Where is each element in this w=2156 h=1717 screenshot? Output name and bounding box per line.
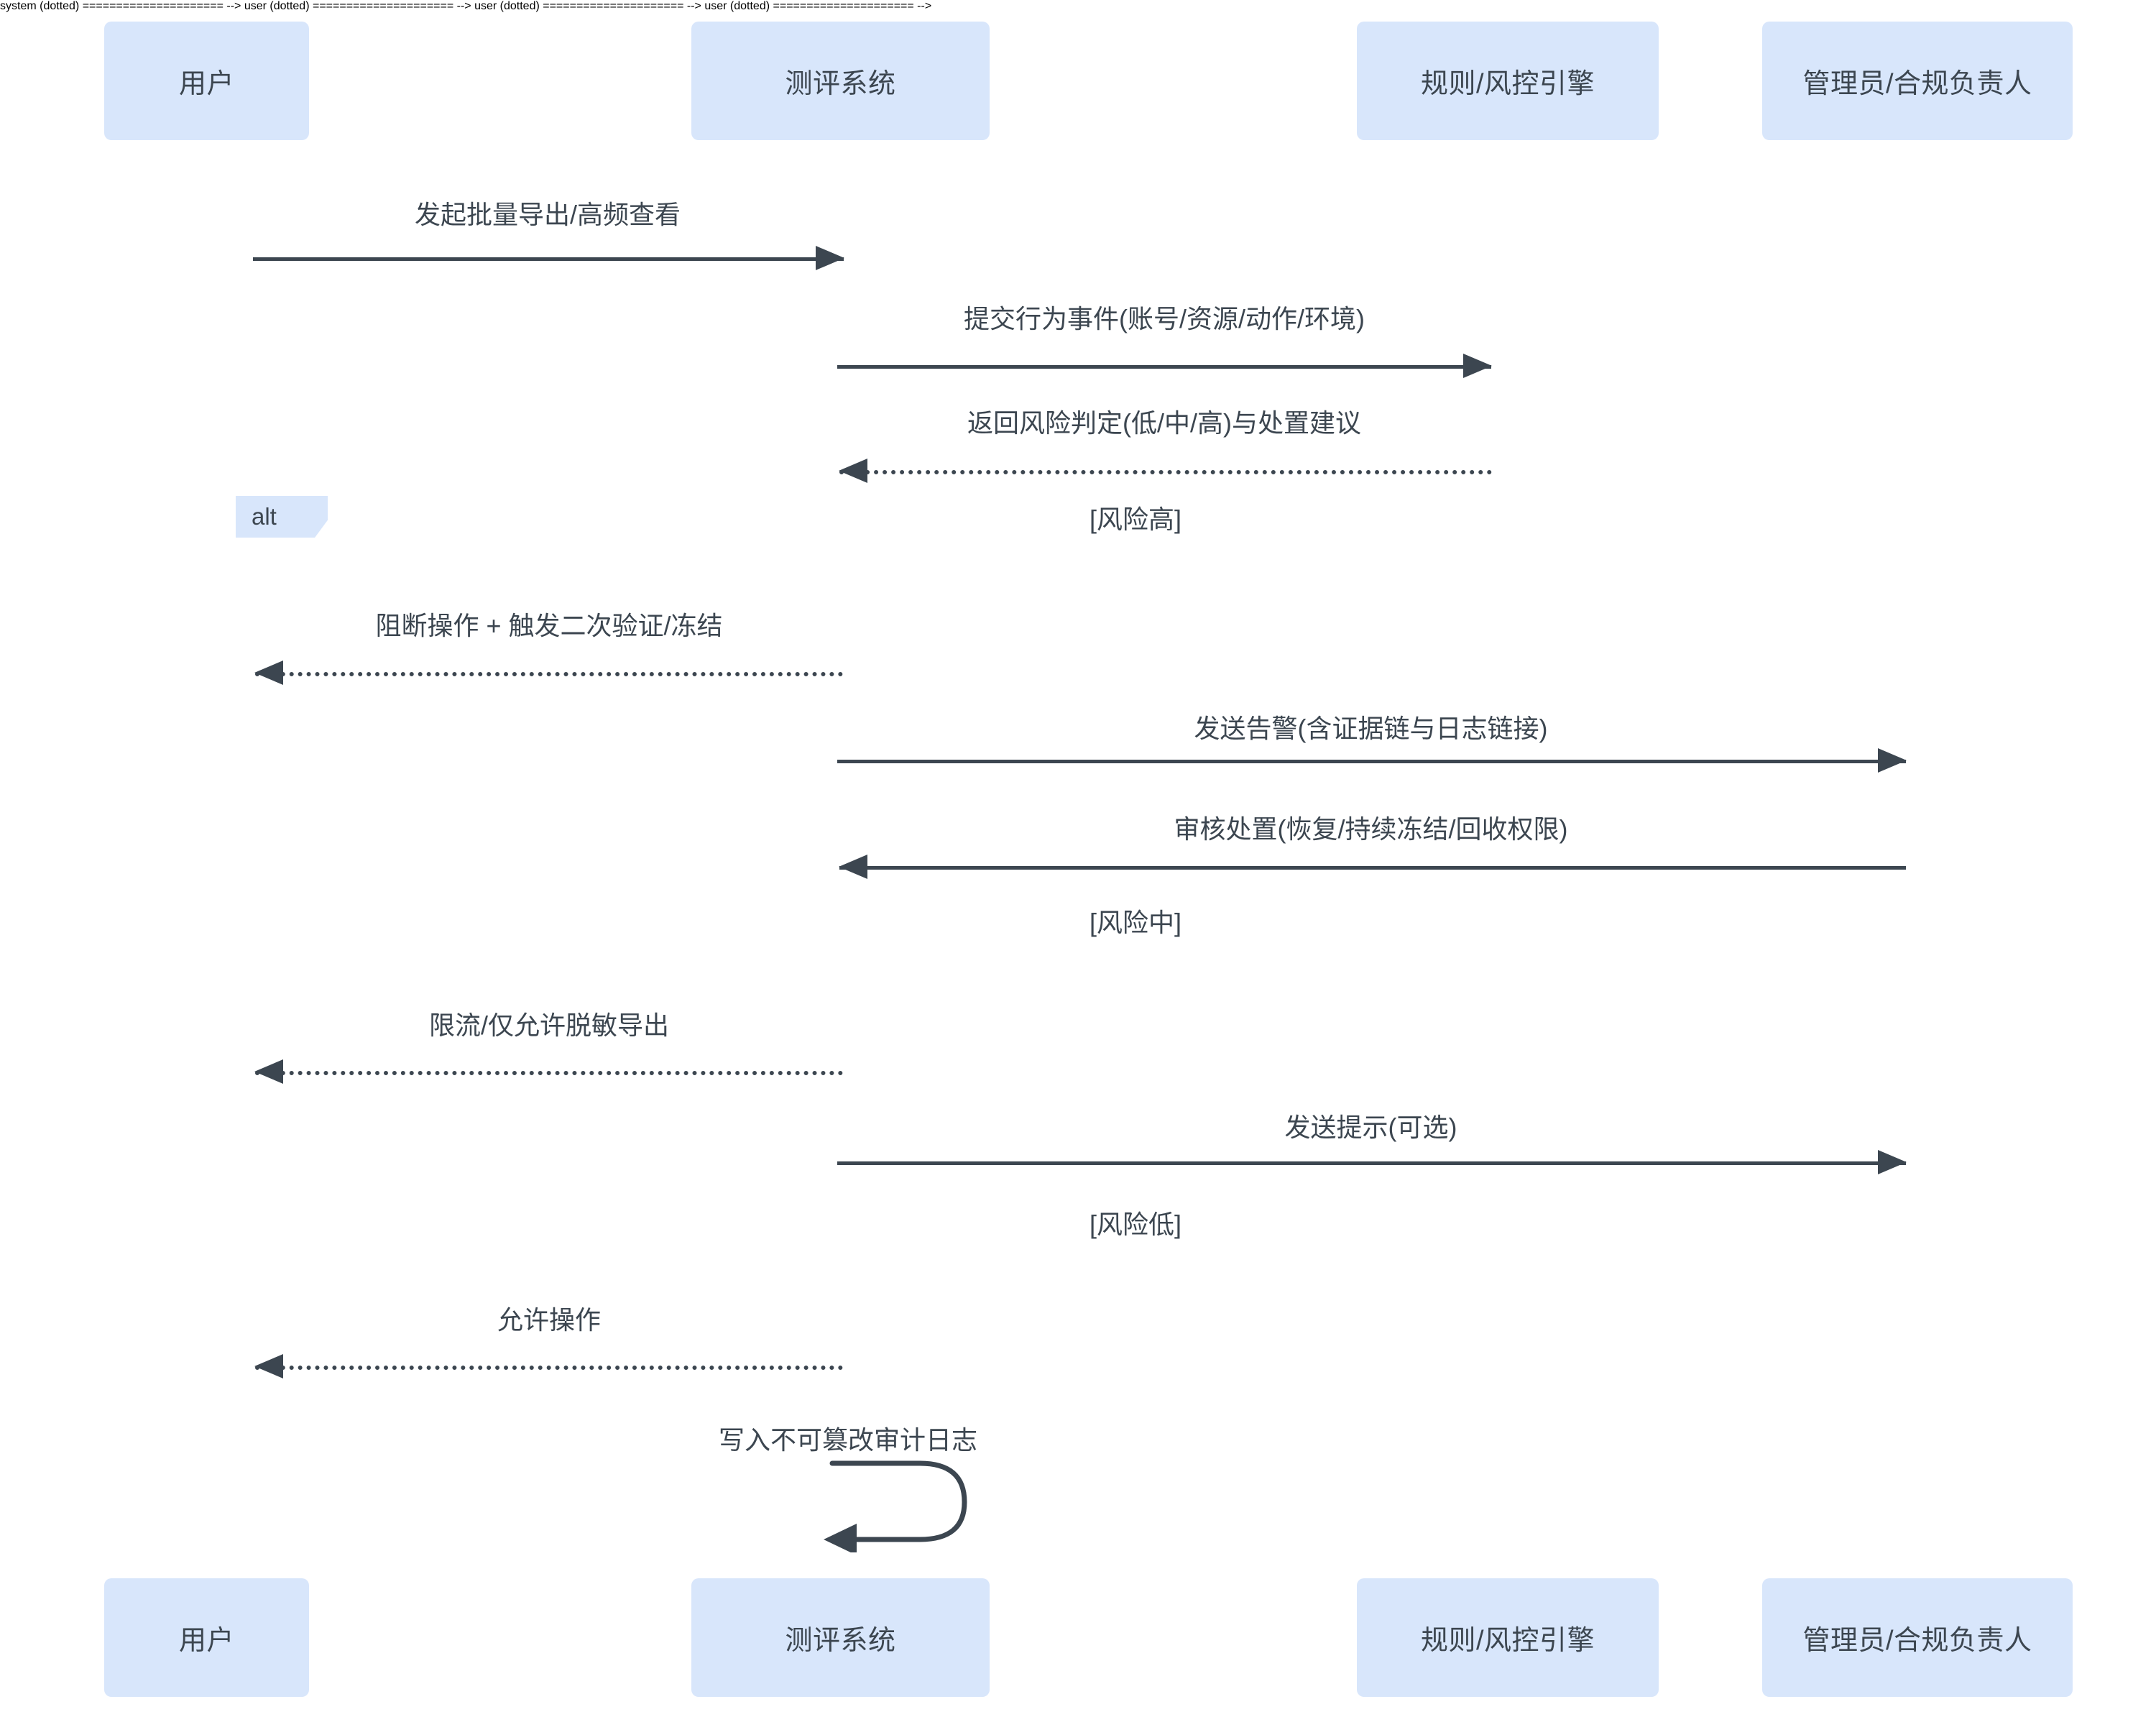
- message-line-m9: [255, 1366, 843, 1370]
- alt-fragment-tag[interactable]: alt: [236, 496, 328, 538]
- actor-label-admin-bottom: 管理员/合规负责人: [1802, 1626, 2032, 1656]
- self-loop-arrow-m10[interactable]: [812, 1452, 985, 1555]
- arrowhead-right-m8: [1878, 1150, 1907, 1174]
- actor-label-admin-top: 管理员/合规负责人: [1802, 69, 2032, 99]
- arrowhead-left-m3: [839, 459, 867, 483]
- message-line-m8: [837, 1161, 1906, 1165]
- message-line-m5: [837, 760, 1906, 763]
- message-label-m2: 提交行为事件(账号/资源/动作/环境): [964, 304, 1365, 333]
- arrowhead-left-m6: [839, 855, 867, 879]
- actor-label-system-bottom: 测评系统: [785, 1626, 896, 1656]
- self-loop-icon: [824, 1460, 967, 1555]
- arrowhead-left-m4: [254, 660, 283, 685]
- message-label-m3: 返回风险判定(低/中/高)与处置建议: [967, 408, 1361, 438]
- actor-label-engine-bottom: 规则/风控引擎: [1420, 1626, 1595, 1656]
- arrowhead-left-m7: [254, 1059, 283, 1084]
- arrowhead-right-m1: [816, 246, 844, 270]
- actor-box-engine-bottom[interactable]: 规则/风控引擎: [1357, 1578, 1659, 1697]
- message-label-m8: 发送提示(可选): [1284, 1113, 1457, 1142]
- arrowhead-right-m5: [1878, 748, 1907, 773]
- message-line-m2: [837, 365, 1491, 369]
- actor-box-system-bottom[interactable]: 测评系统: [691, 1578, 990, 1697]
- message-label-m1: 发起批量导出/高频查看: [414, 200, 681, 229]
- arrowhead-right-m2: [1463, 354, 1492, 378]
- actor-label-system-top: 测评系统: [785, 69, 896, 99]
- message-label-m7: 限流/仅允许脱敏导出: [428, 1011, 669, 1040]
- condition-label-high: [风险高]: [1089, 505, 1181, 534]
- actor-box-admin-bottom[interactable]: 管理员/合规负责人: [1762, 1578, 2073, 1697]
- actor-label-user-top: 用户: [178, 69, 234, 99]
- message-label-m4: 阻断操作 + 触发二次验证/冻结: [375, 611, 723, 640]
- message-line-m7: [255, 1071, 843, 1075]
- actor-box-engine-top[interactable]: 规则/风控引擎: [1357, 22, 1659, 140]
- condition-label-low: [风险低]: [1089, 1210, 1181, 1239]
- message-label-m5: 发送告警(含证据链与日志链接): [1194, 714, 1548, 743]
- actor-box-user-top[interactable]: 用户: [104, 22, 309, 140]
- condition-label-medium: [风险中]: [1089, 908, 1181, 937]
- message-label-m10: 写入不可篡改审计日志: [718, 1425, 977, 1455]
- actor-box-system-top[interactable]: 测评系统: [691, 22, 990, 140]
- alt-fragment-label: alt: [252, 503, 277, 530]
- actor-box-admin-top[interactable]: 管理员/合规负责人: [1762, 22, 2073, 140]
- actor-box-user-bottom[interactable]: 用户: [104, 1578, 309, 1697]
- message-label-m6: 审核处置(恢复/持续冻结/回收权限): [1174, 814, 1568, 844]
- actor-label-user-bottom: 用户: [178, 1626, 234, 1656]
- message-line-m4: [255, 672, 843, 676]
- arrowhead-left-m9: [254, 1354, 283, 1378]
- message-line-m3: [839, 470, 1492, 474]
- message-line-m1: [253, 257, 844, 261]
- actor-label-engine-top: 规则/风控引擎: [1420, 69, 1595, 99]
- message-label-m9: 允许操作: [497, 1305, 601, 1335]
- message-line-m6: [839, 866, 1906, 870]
